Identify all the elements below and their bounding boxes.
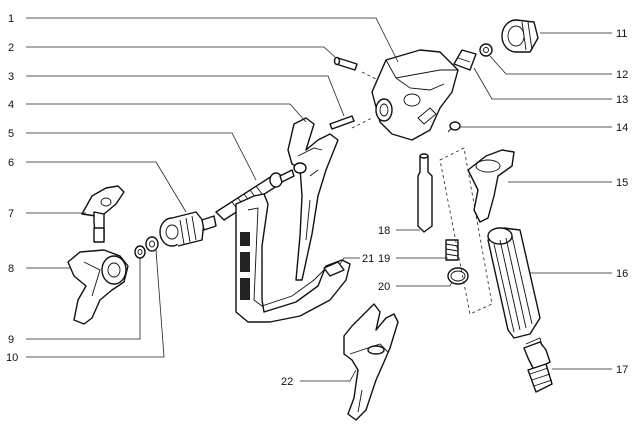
part-3-pin — [329, 115, 355, 130]
callout-18: 18 — [378, 225, 390, 237]
part-21-gun-body — [235, 193, 351, 323]
callout-22: 22 — [281, 376, 293, 388]
part-10-washer — [145, 236, 159, 252]
callout-16: 16 — [616, 268, 628, 280]
part-7-tip — [81, 185, 125, 243]
part-6-guard-base — [159, 211, 217, 247]
part-9-seal — [134, 245, 146, 259]
part-4-trigger-lever — [287, 117, 339, 281]
callout-20: 20 — [378, 281, 390, 293]
part-15-handle-guard — [467, 149, 515, 223]
part-1-gun-head — [351, 49, 459, 141]
callout-3: 3 — [8, 71, 14, 83]
part-16-handle — [487, 227, 541, 339]
callout-21: 21 — [362, 253, 374, 265]
callout-14: 14 — [616, 122, 628, 134]
part-20-o-ring — [447, 267, 469, 285]
part-2-pin — [333, 56, 358, 71]
callout-10: 10 — [6, 352, 18, 364]
callout-9: 9 — [8, 334, 14, 346]
leader-lines — [26, 17, 612, 382]
callout-5: 5 — [8, 128, 14, 140]
callout-12: 12 — [616, 69, 628, 81]
callout-2: 2 — [8, 42, 14, 54]
part-18-filter — [417, 153, 433, 233]
part-8-tip-guard — [67, 249, 129, 325]
callout-19: 19 — [378, 253, 390, 265]
callout-11: 11 — [616, 28, 627, 40]
callout-6: 6 — [8, 157, 14, 169]
part-12-nut — [479, 43, 493, 57]
part-22-trigger — [343, 303, 399, 421]
callout-13: 13 — [616, 94, 628, 106]
callout-15: 15 — [616, 177, 628, 189]
callout-7: 7 — [8, 208, 14, 220]
part-11-fitting — [501, 19, 539, 53]
callout-17: 17 — [616, 364, 628, 376]
callout-8: 8 — [8, 263, 14, 275]
part-13-block — [453, 49, 477, 71]
part-19-spring — [445, 239, 459, 261]
callout-1: 1 — [8, 13, 14, 25]
part-17-swivel — [523, 337, 553, 393]
callout-4: 4 — [8, 99, 14, 111]
callout-labels: 1 2 3 4 5 6 7 8 9 10 11 12 13 14 15 16 1… — [6, 13, 628, 388]
part-14-screw — [447, 121, 461, 133]
